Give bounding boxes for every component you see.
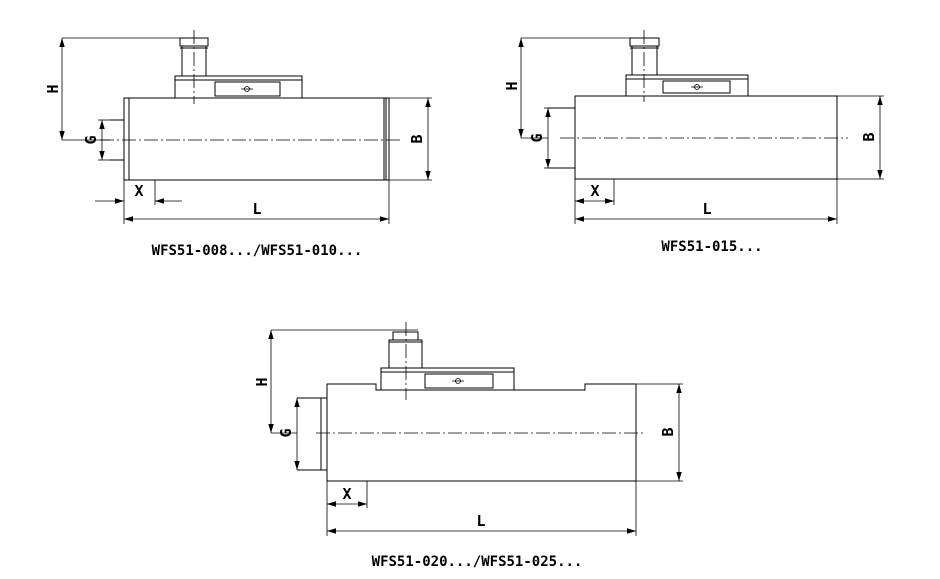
dimension-g: G: [528, 107, 551, 169]
view-caption: WFS51-015...: [661, 239, 762, 255]
dimension-g: G: [277, 398, 300, 470]
top-mount: [625, 30, 749, 102]
dimension-b: B: [837, 95, 884, 180]
dim-label-x: X: [134, 182, 143, 200]
dim-label-l: L: [476, 512, 485, 530]
top-mount: [174, 30, 303, 104]
dimension-b: B: [636, 383, 683, 482]
body-outline: [326, 383, 637, 482]
dim-label-l: L: [702, 200, 711, 218]
dim-label-b: B: [408, 134, 426, 143]
dimension-l: L: [575, 179, 838, 224]
dimension-x: X: [326, 481, 368, 536]
dimension-x: X: [95, 180, 182, 224]
dimension-b: B: [389, 97, 432, 181]
dim-label-g: G: [528, 133, 546, 142]
dim-label-x: X: [590, 182, 599, 200]
dim-label-b: B: [659, 427, 677, 436]
top-mount: [380, 322, 515, 400]
shaft-stub: [297, 397, 327, 471]
dimension-x: X: [574, 179, 615, 224]
view-caption: WFS51-008.../WFS51-010...: [152, 243, 363, 259]
dim-label-l: L: [252, 200, 261, 218]
view-wfs51-020-025: H G B X L WFS51-020.../WFS51-025...: [253, 322, 683, 570]
dimension-g: G: [82, 119, 110, 161]
view-caption: WFS51-020.../WFS51-025...: [372, 554, 583, 570]
shaft-stub: [548, 107, 575, 169]
view-wfs51-008-010: H G B X L WFS51-008.../: [44, 30, 432, 259]
dim-label-x: X: [342, 485, 351, 503]
dimension-h: H: [44, 37, 208, 141]
dim-label-h: H: [253, 377, 271, 386]
dim-label-h: H: [44, 84, 62, 93]
dim-label-g: G: [82, 135, 100, 144]
dimension-h: H: [503, 37, 659, 139]
body-outline: [123, 97, 390, 181]
dim-label-b: B: [860, 132, 878, 141]
dimension-l: L: [327, 481, 637, 536]
shaft-stub: [110, 119, 124, 161]
body-outline: [574, 95, 838, 180]
dim-label-g: G: [277, 428, 295, 437]
dimension-l: L: [124, 180, 390, 224]
view-wfs51-015: H G B X L WFS51-015...: [503, 30, 884, 255]
dim-label-h: H: [503, 81, 521, 90]
dimension-h: H: [253, 329, 418, 434]
